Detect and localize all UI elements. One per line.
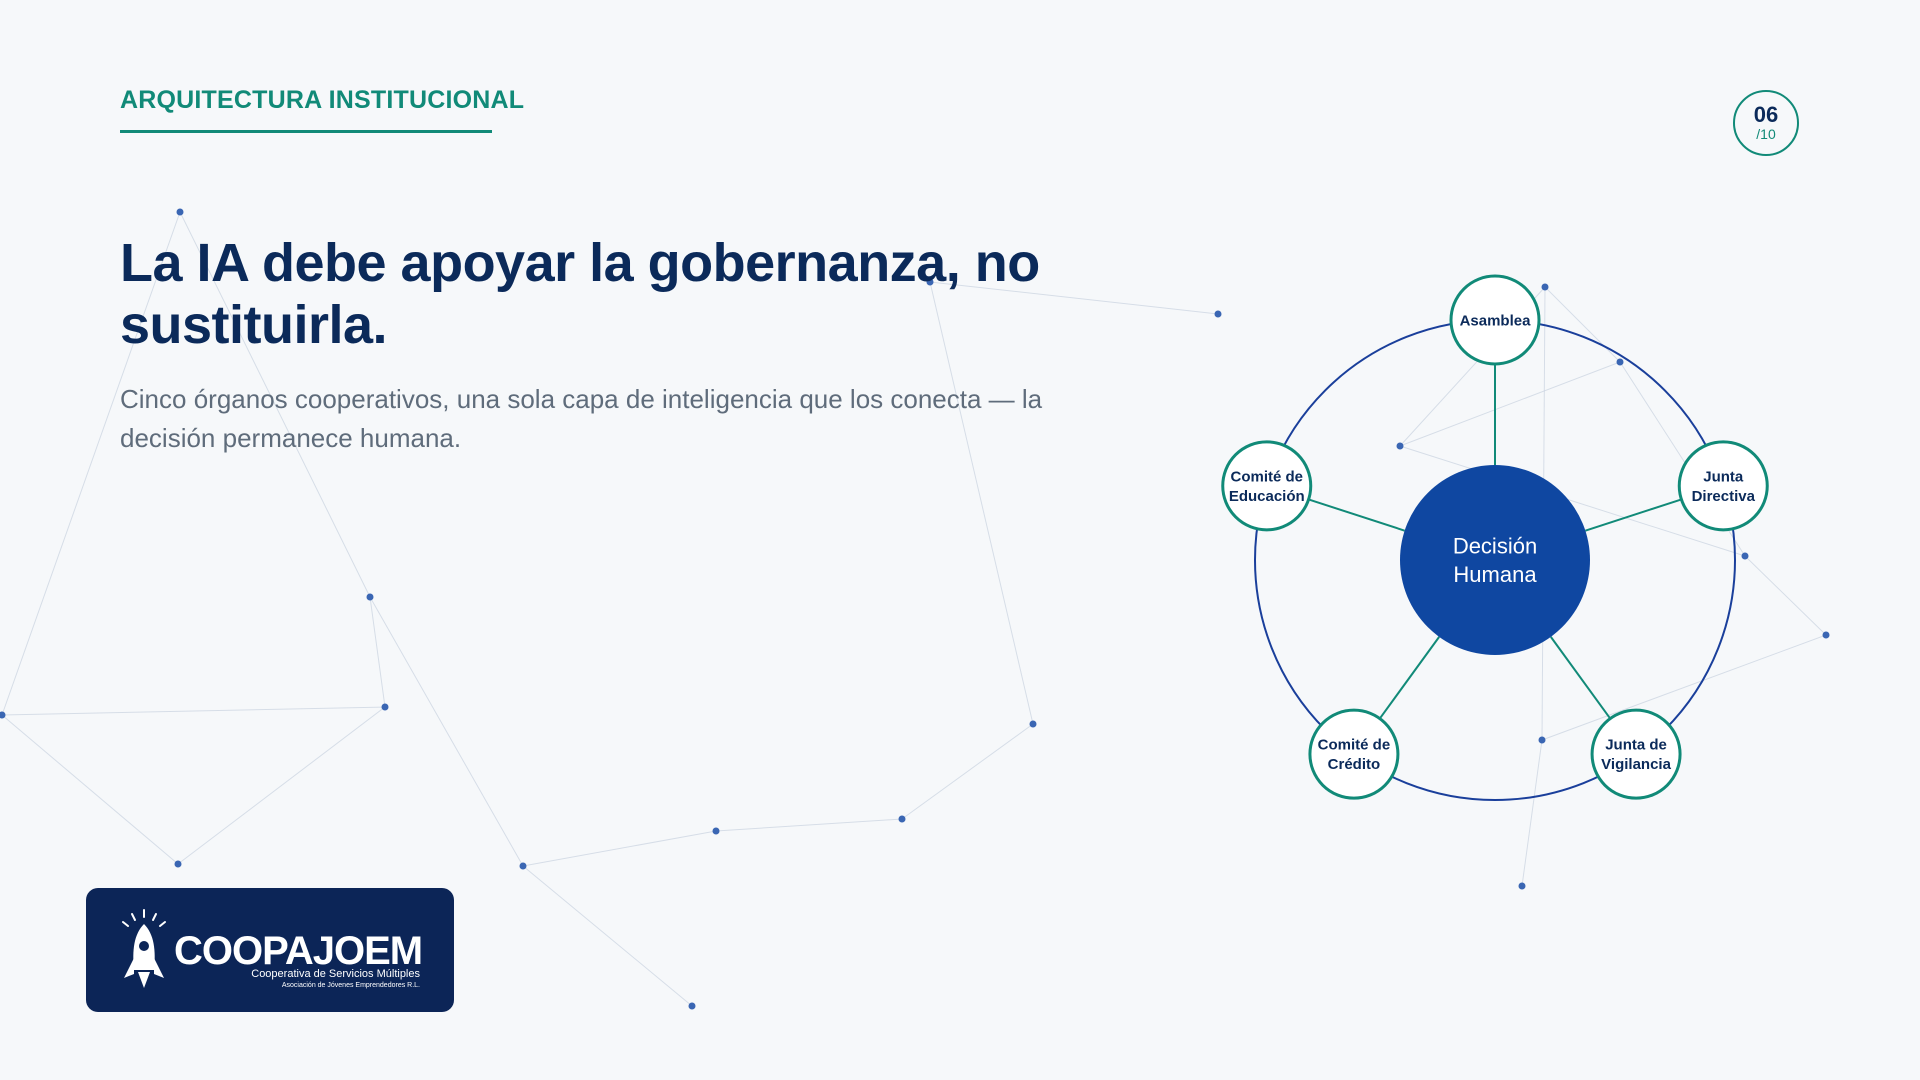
logo-subtagline: Asociación de Jóvenes Emprendedores R.L. [281,982,420,989]
network-node [1822,631,1830,639]
node-asamblea: Asamblea [1449,274,1541,366]
network-link [901,723,1034,820]
network-link [522,865,693,1007]
network-link [177,706,386,865]
network-node [688,1002,696,1010]
network-link [1,714,179,865]
node-circle [1449,274,1541,366]
node-circle [1590,708,1682,800]
connector-comite-de-educacion [1308,498,1405,532]
network-node [898,815,906,823]
network-link [369,596,386,708]
logo-name: COOPAJOEM [174,929,423,973]
coopajoem-logo: COOPAJOEM Cooperativa de Servicios Múlti… [86,888,454,1012]
network-link [929,281,1034,725]
network-node [1518,882,1526,890]
network-link [1544,286,1621,363]
network-link [1744,555,1827,636]
center-circle [1400,465,1590,655]
network-node [366,593,374,601]
network-node [1741,552,1749,560]
node-label: Asamblea [1460,312,1532,329]
logo-tagline: Cooperativa de Servicios Múltiples [251,968,420,980]
node-circle [1308,708,1400,800]
network-node [1396,442,1404,450]
rocket-icon [122,909,166,988]
network-link [1399,445,1746,557]
node-circle [1677,440,1769,532]
section-kicker: ARQUITECTURA INSTITUCIONAL [120,86,525,114]
network-node [381,703,389,711]
network-link [715,818,903,832]
page-indicator: 06 /10 [1733,90,1799,156]
network-link [1,706,386,716]
page-subtitle: Cinco órganos cooperativos, una sola cap… [120,384,1043,453]
page-title: La IA debe apoyar la gobernanza, no sust… [120,233,1040,355]
page-current: 06 [1753,102,1779,127]
network-node [174,860,182,868]
node-circle [1221,440,1313,532]
page-total: /10 [1756,126,1776,142]
kicker-underline [120,130,492,133]
network-node [1616,358,1624,366]
network-node [712,827,720,835]
connector-junta-directiva [1585,498,1682,532]
network-link [179,211,371,598]
network-link [1,211,181,716]
network-link [1399,361,1621,447]
network-node [0,711,6,719]
network-node [519,862,527,870]
connector-junta-de-vigilancia [1550,636,1612,720]
network-node [176,208,184,216]
network-node [1541,283,1549,291]
network-link [522,830,717,867]
network-link [369,596,524,867]
network-link [929,281,1219,315]
network-link [1541,634,1827,741]
connector-comite-de-credito [1378,636,1440,720]
network-node [1029,720,1037,728]
network-link [1521,739,1543,887]
network-node [1538,736,1546,744]
network-node [926,278,934,286]
network-node [1214,310,1222,318]
